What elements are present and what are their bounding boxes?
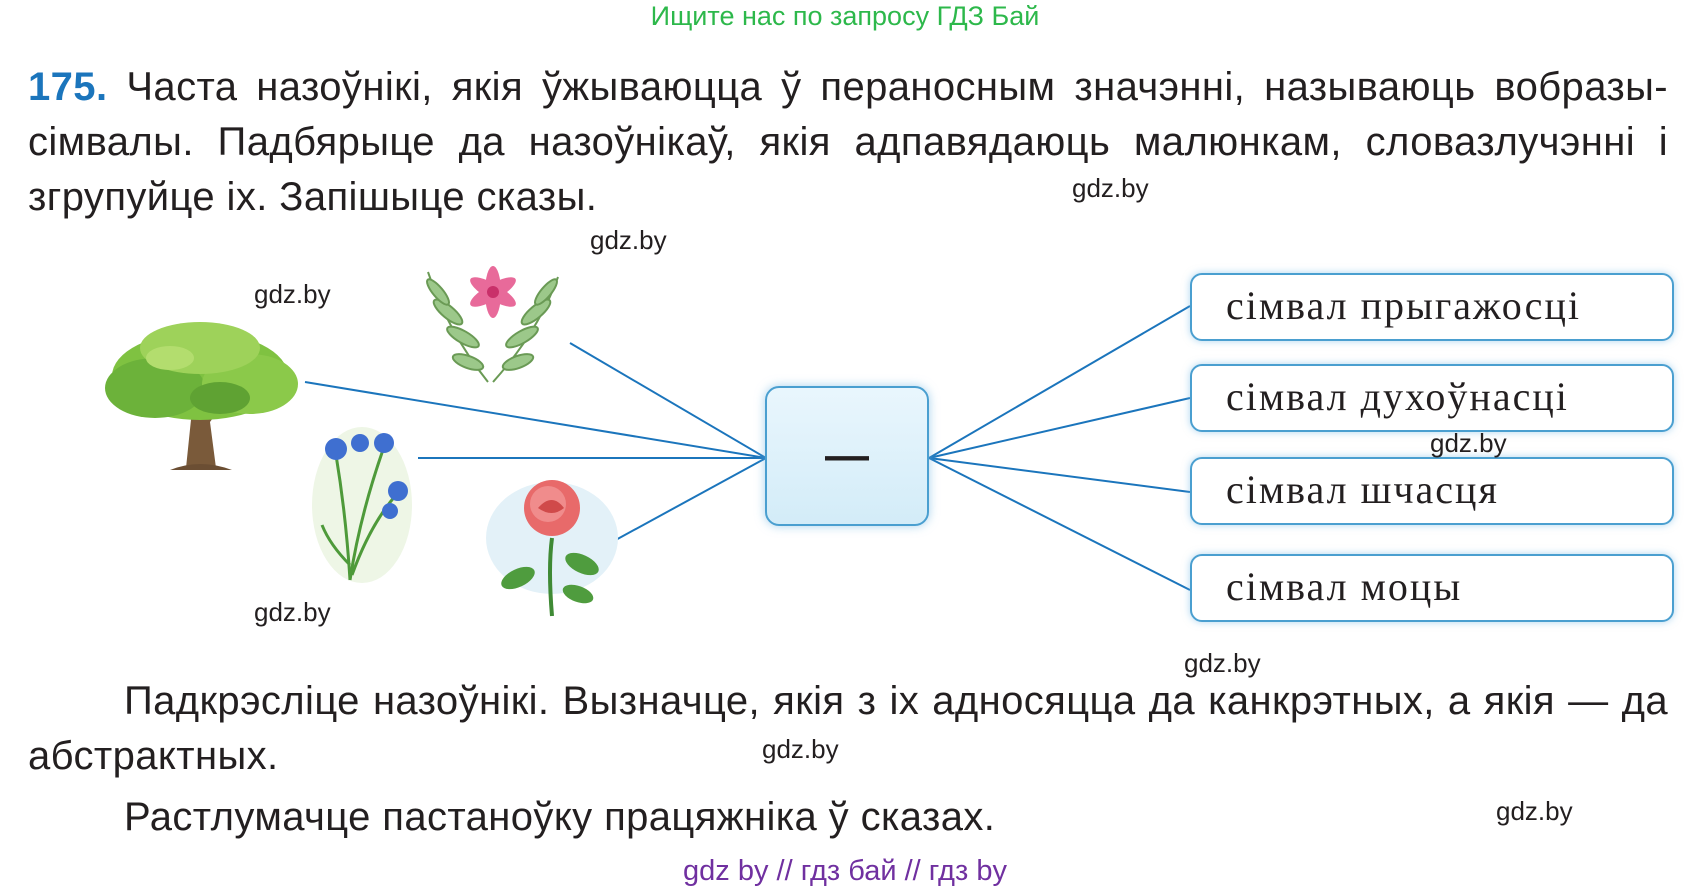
watermark: gdz.by — [1496, 796, 1573, 826]
oak-tree-picture — [105, 322, 298, 470]
watermark: gdz.by — [1184, 648, 1261, 678]
exercise-body: Часта назоўнікі, якія ўжываюцца ў перано… — [28, 65, 1668, 219]
task3-paragraph: Растлумачце пастаноўку працяжніка ў сказ… — [124, 795, 996, 839]
watermark: gdz.by — [254, 597, 331, 627]
task2-line2: а якія — да абстрактных. — [28, 679, 1669, 778]
cornflower-picture — [312, 427, 412, 583]
line-fern — [569, 342, 767, 459]
line-strength — [928, 457, 1191, 591]
symbol-box-strength: сімвал моцы — [1190, 554, 1674, 622]
top-banner: Ищите нас по запросу ГДЗ Бай — [650, 1, 1040, 31]
line-beauty — [928, 305, 1191, 459]
line-tree — [304, 381, 767, 459]
watermark: gdz.by — [762, 734, 839, 764]
watermark: gdz.by — [590, 225, 667, 255]
line-happiness — [928, 457, 1191, 493]
center-dash-box: — — [765, 386, 929, 526]
symbol-box-beauty: сімвал прыгажосці — [1190, 273, 1674, 341]
footer-links: gdz by // гдз бай // гдз by — [683, 855, 1007, 887]
line-spirituality — [928, 397, 1191, 459]
symbol-box-happiness: сімвал шчасця — [1190, 457, 1674, 525]
task2-line1: Падкрэсліце назоўнікі. Вызначце, якія з … — [124, 679, 1435, 723]
watermark: gdz.by — [1072, 173, 1149, 203]
line-rose — [611, 457, 767, 543]
symbol-box-spirituality: сімвал духоўнасці — [1190, 364, 1674, 432]
watermark: gdz.by — [254, 279, 331, 309]
fern-lily-picture — [426, 266, 559, 383]
exercise-number: 175. — [28, 65, 108, 109]
exercise-text: 175. Часта назоўнікі, якія ўжываюцца ў п… — [28, 60, 1668, 225]
watermark: gdz.by — [1430, 428, 1507, 458]
task2-paragraph: Падкрэсліце назоўнікі. Вызначце, якія з … — [28, 674, 1668, 784]
rose-picture — [486, 480, 618, 617]
